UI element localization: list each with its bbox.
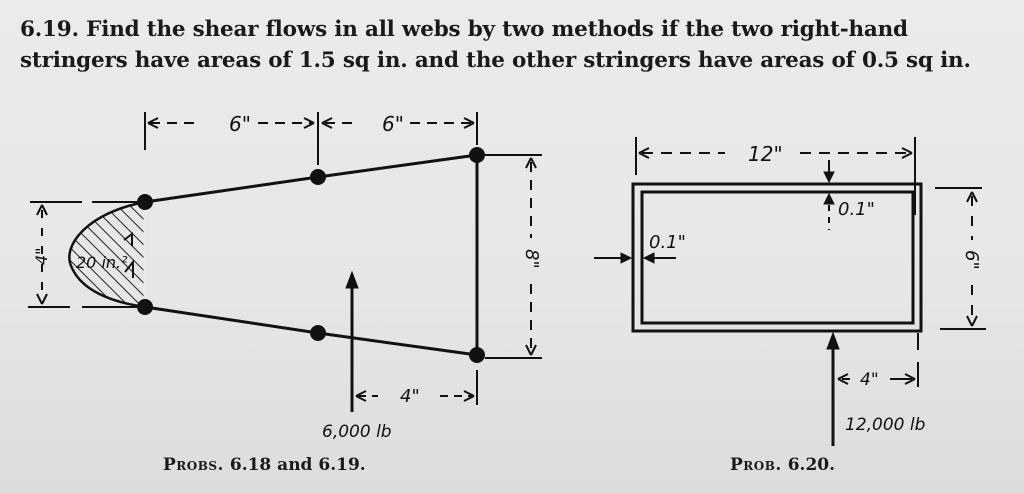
caption-right-prefix: Prob. (730, 455, 782, 475)
dim-right-top-thickness: 0.1" (838, 199, 875, 220)
load-6000: 6,000 lb (322, 422, 392, 442)
right-figure (594, 137, 986, 446)
dim-right-12: 12" (748, 142, 783, 166)
caption-right: Prob. 6.20. (730, 455, 835, 475)
left-figure (28, 112, 542, 412)
dim-left-6b: 6" (382, 112, 404, 136)
dim-right-6: 6" (961, 250, 982, 270)
dim-right-load-4: 4" (860, 370, 879, 390)
load-12000: 12,000 lb (845, 415, 925, 435)
problem-statement: 6.19. Find the shear flows in all webs b… (20, 14, 1010, 76)
problem-text: Find the shear flows in all webs by two … (20, 17, 971, 73)
caption-left: Probs. 6.18 and 6.19. (163, 455, 366, 475)
dim-left-8: 8" (521, 249, 542, 269)
caption-right-rest: 6.20. (787, 455, 836, 475)
problem-number: 6.19. (20, 17, 79, 42)
dim-left-4: 4" (32, 247, 51, 265)
stringer-dots (137, 147, 485, 363)
dim-right-left-thickness: 0.1" (649, 232, 686, 253)
caption-left-prefix: Probs. (163, 455, 224, 475)
dim-left-6a: 6" (229, 112, 251, 136)
dim-left-load-4: 4" (400, 386, 420, 407)
area-label: 20 in.² (76, 253, 128, 272)
caption-left-rest: 6.18 and 6.19. (229, 455, 366, 475)
